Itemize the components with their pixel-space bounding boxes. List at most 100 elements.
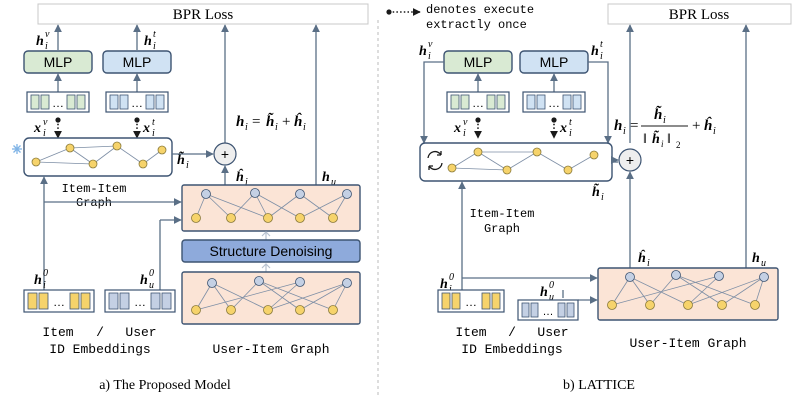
right-user-item-graph-box [597,267,779,321]
right-item-id-embedding: … [437,289,505,313]
svg-text:…: … [52,96,64,110]
left-h-visual-label: h v i [36,29,50,52]
svg-text:h: h [36,34,44,49]
svg-text:u: u [331,177,336,188]
svg-text:0: 0 [549,280,554,291]
svg-text:2: 2 [676,140,681,150]
svg-text:u: u [149,280,154,291]
right-x-visual-label: x v i [453,117,468,139]
right-user-item-graph-label: User-Item Graph [629,336,746,351]
svg-text:ĥ: ĥ [704,116,712,134]
svg-text:=: = [630,118,638,134]
svg-text:i: i [601,192,604,203]
left-user-label: User [125,325,156,340]
svg-text:i: i [43,280,46,291]
left-caption: a) The Proposed Model [99,378,231,393]
left-visual-feature-vector: … [26,91,90,113]
left-id-embeddings-label: ID Embeddings [49,342,150,357]
left-item-item-graph-label-2: Graph [76,196,112,210]
right-item-item-graph-label-2: Graph [484,222,520,236]
right-bpr-loss-label: BPR Loss [669,7,730,23]
left-bpr-loss-box [37,3,369,25]
left-item-item-graph-box [23,137,173,177]
right-item-label: Item [455,325,486,340]
right-user-label: User [537,325,568,340]
svg-text:i: i [45,41,48,52]
legend-line-2: extractly once [426,18,527,32]
svg-text:v: v [43,117,48,128]
left-learned-graph-edges [195,192,348,219]
left-user-item-graph-edges [195,280,348,311]
right-plus-symbol: + [626,152,634,168]
left-user-item-graph-label: User-Item Graph [212,342,329,357]
left-plus-node [213,142,237,166]
svg-text:t: t [153,29,156,40]
right-id-embeddings-label: ID Embeddings [461,342,562,357]
left-fusion-equation: h i = h̃ i + ĥ i [236,112,306,133]
svg-text:i: i [428,51,431,62]
left-mlp-text-label: MLP [123,54,152,70]
right-user-item-graph-edges [611,274,765,306]
svg-text:i: i [245,122,248,133]
svg-text:v: v [463,117,468,128]
svg-text:+: + [692,118,700,134]
svg-text:h̃: h̃ [266,112,275,130]
svg-text:…: … [131,96,143,110]
svg-text:i: i [186,160,189,171]
right-text-feature-vector: … [522,91,586,113]
left-mlp-visual-label: MLP [44,54,73,70]
svg-text:h: h [440,277,448,292]
left-text-feature-vector: … [105,91,169,113]
svg-text:h: h [236,114,244,130]
left-h-text-label: h t i [144,29,156,52]
svg-text:‖: ‖ [667,132,671,147]
right-slash: / [508,325,516,340]
svg-text:0: 0 [43,268,48,279]
right-h-text-label: h t i [591,39,603,62]
svg-text:i: i [663,115,666,126]
svg-text:t: t [152,117,155,128]
right-h-tilde-label: h̃ [592,182,600,200]
left-item-item-graph-label-1: Item-Item [62,182,127,196]
svg-text:i: i [152,128,155,139]
left-item-id-embedding: … [23,289,95,313]
left-item-item-graph-edges [35,145,163,165]
svg-text:v: v [428,39,433,50]
svg-text:‖: ‖ [643,132,647,147]
svg-text:h̃: h̃ [654,105,663,123]
svg-text:v: v [45,29,50,40]
structure-denoising-label: Structure Denoising [210,243,333,259]
left-plus-symbol: + [221,146,229,162]
right-bpr-loss-box [607,3,792,25]
svg-text:i: i [303,122,306,133]
left-h-tilde-label: h̃ [177,150,185,168]
left-x-text-label: x t i [142,117,155,139]
right-item-item-graph-box [419,142,613,182]
svg-text:i: i [647,258,650,269]
svg-text:0: 0 [449,272,454,283]
svg-text:h̃: h̃ [652,129,660,147]
left-x-visual-label: x v i [33,117,48,139]
right-plus-node [618,148,642,172]
left-user-id-embedding: … [104,289,176,313]
svg-text:0: 0 [149,268,154,279]
svg-text:…: … [53,295,65,309]
right-h-u-label: h [752,251,760,266]
svg-text:h: h [591,44,599,59]
left-h-hat-label: ĥ [236,167,244,185]
svg-text:…: … [465,295,477,309]
svg-text:h: h [34,273,42,288]
svg-text:…: … [472,96,484,110]
svg-text:h: h [419,44,427,59]
svg-text:u: u [761,258,766,269]
svg-text:i: i [600,51,603,62]
svg-text:t: t [569,117,572,128]
left-h-i0-label: h 0 i [34,268,48,291]
svg-text:x: x [453,121,461,136]
svg-text:…: … [548,96,560,110]
right-visual-feature-vector: … [446,91,510,113]
legend-line-1: denotes execute [426,3,534,17]
right-h-hat-label: ĥ [638,248,646,266]
structure-denoising-box [181,239,361,263]
